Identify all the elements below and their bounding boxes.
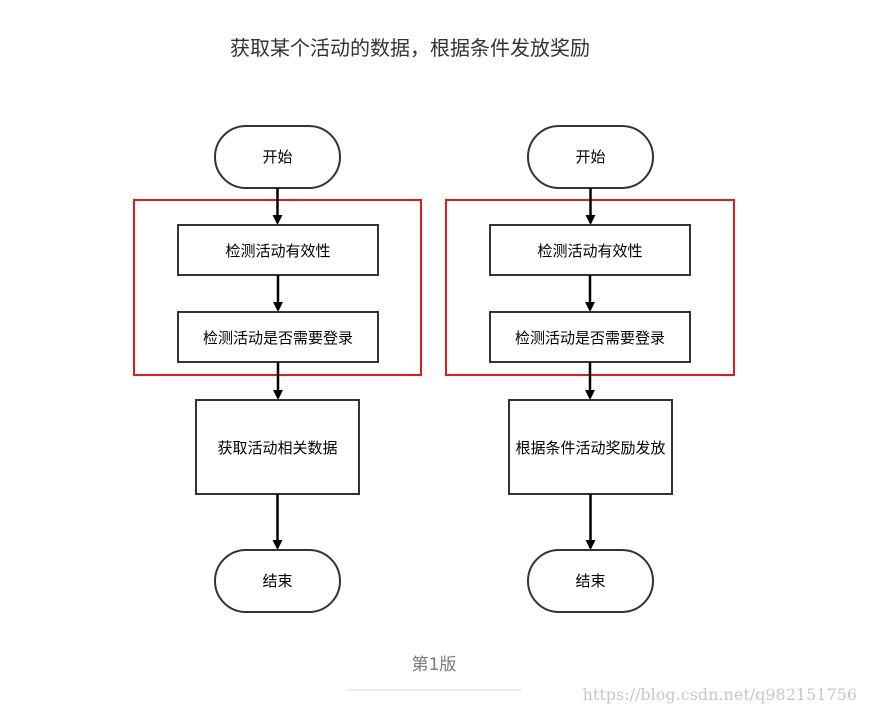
version-caption: 第1版 <box>412 655 457 675</box>
check-login-node-left <box>177 311 379 363</box>
action-node-right <box>508 399 673 495</box>
action-label-right: 根据条件活动奖励发放 <box>515 439 665 457</box>
check-login-label-left: 检测活动是否需要登录 <box>203 329 353 347</box>
check-valid-node-left <box>177 224 379 276</box>
end-node-left <box>214 549 341 613</box>
end-label-left: 结束 <box>262 572 292 590</box>
action-label-left: 获取活动相关数据 <box>217 439 337 457</box>
check-login-node-right <box>489 311 691 363</box>
flow-right: 开始 检测活动有效性 检测活动是否需要登录 根据条件活动奖励发放 结束 <box>445 125 735 613</box>
check-valid-label-left: 检测活动有效性 <box>225 242 330 260</box>
start-label-left: 开始 <box>262 148 292 166</box>
flow-left: 开始 检测活动有效性 检测活动是否需要登录 获取活动相关数据 结束 <box>133 125 422 613</box>
end-node-right <box>527 549 654 613</box>
end-label-right: 结束 <box>575 572 605 590</box>
diagram-title: 获取某个活动的数据，根据条件发放奖励 <box>230 36 590 60</box>
source-watermark: https://blog.csdn.net/q982151756 <box>583 685 857 704</box>
check-valid-node-right <box>489 224 691 276</box>
check-login-label-right: 检测活动是否需要登录 <box>515 329 665 347</box>
start-label-right: 开始 <box>575 148 605 166</box>
check-valid-label-right: 检测活动有效性 <box>537 242 642 260</box>
